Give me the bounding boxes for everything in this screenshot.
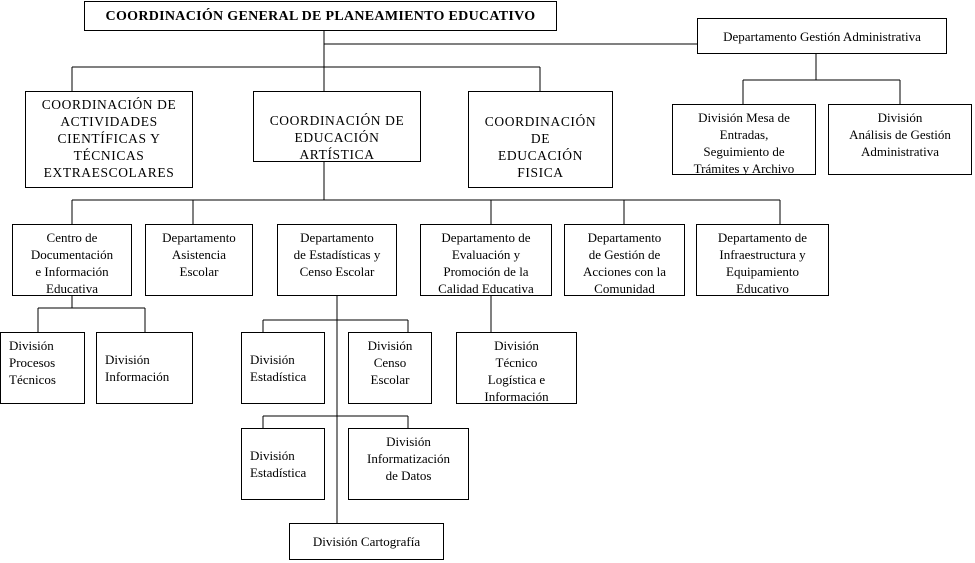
- box-departamento-gestion-administrativa-label: Departamento Gestión Administrativa: [723, 28, 921, 44]
- box-division-estadistica-2: División Estadística: [241, 428, 325, 500]
- box-division-mesa-entradas-label: División Mesa de Entradas, Seguimiento d…: [693, 110, 795, 175]
- box-coordinacion-artistica-label: COORDINACIÓN DE EDUCACIÓN ARTÍSTICA: [269, 113, 405, 162]
- box-centro-documentacion-label: Centro de Documentación e Información Ed…: [30, 230, 114, 296]
- box-division-analisis-gestion: División Análisis de Gestión Administrat…: [828, 104, 972, 175]
- box-departamento-evaluacion: Departamento de Evaluación y Promoción d…: [420, 224, 552, 296]
- box-division-cartografia-label: División Cartografía: [312, 534, 421, 549]
- box-coordinacion-fisica-label: COORDINACIÓN DE EDUCACIÓN FISICA: [484, 114, 597, 180]
- box-division-informatizacion: División Informatización de Datos: [348, 428, 469, 500]
- box-division-censo-escolar-label: División Censo Escolar: [367, 338, 413, 387]
- box-coordinacion-actividades-label: COORDINACIÓN DE ACTIVIDADES CIENTÍFICAS …: [41, 97, 177, 180]
- box-departamento-estadisticas: Departamento de Estadísticas y Censo Esc…: [277, 224, 397, 296]
- box-coordinacion-actividades: COORDINACIÓN DE ACTIVIDADES CIENTÍFICAS …: [25, 91, 193, 188]
- box-division-mesa-entradas: División Mesa de Entradas, Seguimiento d…: [672, 104, 816, 175]
- box-departamento-acciones-comunidad-label: Departamento de Gestión de Acciones con …: [582, 230, 667, 296]
- box-departamento-evaluacion-label: Departamento de Evaluación y Promoción d…: [438, 230, 534, 296]
- box-coordinacion-fisica: COORDINACIÓN DE EDUCACIÓN FISICA: [468, 91, 613, 188]
- box-departamento-acciones-comunidad: Departamento de Gestión de Acciones con …: [564, 224, 685, 296]
- box-division-estadistica-1: División Estadística: [241, 332, 325, 404]
- box-departamento-infraestructura: Departamento de Infraestructura y Equipa…: [696, 224, 829, 296]
- box-departamento-infraestructura-label: Departamento de Infraestructura y Equipa…: [717, 230, 808, 296]
- box-division-cartografia: División Cartografía: [289, 523, 444, 560]
- box-coordinacion-general-label: COORDINACIÓN GENERAL DE PLANEAMIENTO EDU…: [105, 8, 536, 24]
- box-division-analisis-gestion-label: División Análisis de Gestión Administrat…: [849, 110, 951, 159]
- box-departamento-gestion-administrativa: Departamento Gestión Administrativa: [697, 18, 947, 54]
- box-division-procesos-tecnicos: División Procesos Técnicos: [0, 332, 85, 404]
- box-coordinacion-artistica: COORDINACIÓN DE EDUCACIÓN ARTÍSTICA: [253, 91, 421, 162]
- box-departamento-estadisticas-label: Departamento de Estadísticas y Censo Esc…: [293, 230, 381, 279]
- box-division-censo-escolar: División Censo Escolar: [348, 332, 432, 404]
- box-coordinacion-general: COORDINACIÓN GENERAL DE PLANEAMIENTO EDU…: [84, 1, 557, 31]
- box-centro-documentacion: Centro de Documentación e Información Ed…: [12, 224, 132, 296]
- box-division-informacion: División Información: [96, 332, 193, 404]
- box-division-tecnico-logistica-label: División Técnico Logística e Información: [484, 338, 549, 404]
- box-division-informacion-label: División Información: [105, 352, 170, 384]
- box-division-estadistica-2-label: División Estadística: [250, 448, 307, 480]
- box-departamento-asistencia-label: Departamento Asistencia Escolar: [162, 230, 236, 279]
- box-division-estadistica-1-label: División Estadística: [250, 352, 307, 384]
- box-division-procesos-tecnicos-label: División Procesos Técnicos: [9, 338, 56, 387]
- box-departamento-asistencia: Departamento Asistencia Escolar: [145, 224, 253, 296]
- box-division-tecnico-logistica: División Técnico Logística e Información: [456, 332, 577, 404]
- box-division-informatizacion-label: División Informatización de Datos: [366, 434, 450, 483]
